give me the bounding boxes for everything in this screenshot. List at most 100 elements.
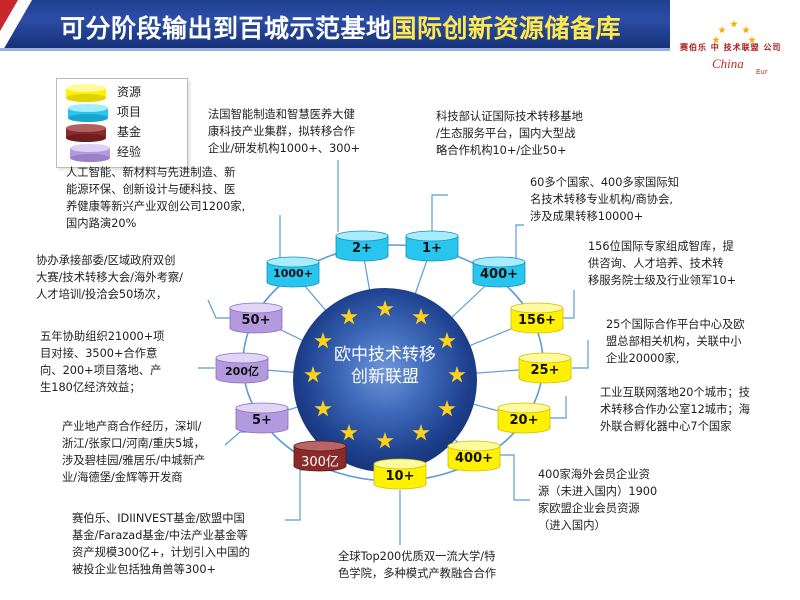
- text-line: 五年协助组织21000+项: [40, 330, 165, 343]
- text-line: 业/海德堡/金辉等开发商: [62, 471, 183, 484]
- text-block: 协办承接部委/区域政府双创大赛/技术转移大会/海外考察/人才培训/投洽会50场次…: [36, 252, 236, 303]
- text-line: 能源环保、创新设计与硬科技、医: [66, 183, 236, 196]
- text-block: 人工智能、新材料与先进制造、新能源环保、创新设计与硬科技、医养健康等新兴产业双创…: [66, 164, 276, 232]
- cylinder-icon: [335, 230, 389, 262]
- text-line: 被投企业包括独角兽等300+: [72, 563, 216, 576]
- cylinder-node: 20+: [497, 402, 551, 434]
- text-line: 家欧盟企业会员资源: [538, 502, 640, 515]
- cylinder-icon: [405, 230, 459, 262]
- cylinder-node: 10+: [373, 458, 427, 490]
- cylinder-label: 2+: [352, 241, 372, 256]
- text-block: 工业互联网落地20个城市；技术转移合作办公室12城市；海外联合孵化器中心7个国家: [600, 384, 798, 435]
- cylinder-icon: [229, 302, 283, 334]
- cylinder-node: 300亿: [293, 440, 347, 472]
- text-line: 国内路演20%: [66, 217, 137, 230]
- text-line: 术转移合作办公室12城市；海: [600, 403, 750, 416]
- text-block: 60多个国家、400多家国际知名技术转移专业机构/商协会, 涉及成果转移10000…: [530, 174, 730, 225]
- header-rule: [0, 48, 670, 51]
- cylinder-icon: [472, 256, 526, 288]
- text-line: 企业20000家,: [606, 352, 680, 365]
- logo-eur-text: Eur: [756, 68, 768, 76]
- text-line: 赛伯乐、IDIINVEST基金/欧盟中国: [72, 512, 245, 525]
- cylinder-node: 1+: [405, 230, 459, 262]
- cylinder-node: 400+: [447, 440, 501, 472]
- text-line: 涉及碧桂园/雅居乐/中城新产: [62, 454, 206, 467]
- text-line: 略合作机构10+/企业50+: [436, 144, 567, 157]
- cylinder-node: 25+: [518, 352, 572, 384]
- text-line: 盟总部相关机构，关联中小: [606, 335, 742, 348]
- text-line: （进入国内）: [538, 519, 606, 532]
- cylinder-label: 25+: [530, 363, 560, 378]
- text-line: 移服务院士级及行业领军10+: [588, 274, 737, 287]
- text-block: 五年协助组织21000+项目对接、3500+合作意向、200+项目落地、产生18…: [40, 328, 210, 396]
- cylinder-label: 200亿: [225, 365, 259, 378]
- cylinder-label: 400+: [479, 267, 519, 282]
- text-block: 产业地产商合作经历，深圳/浙江/张家口/河南/重庆5城，涉及碧桂园/雅居乐/中城…: [62, 418, 242, 486]
- title-part-1: 可分阶段输出到百城示范基地: [60, 14, 392, 43]
- cylinder-icon: [373, 458, 427, 490]
- cylinder-node: 2+: [335, 230, 389, 262]
- text-line: 人才培训/投洽会50场次，: [36, 288, 168, 301]
- text-line: 工业互联网落地20个城市；技: [600, 386, 750, 399]
- text-line: 向、200+项目落地、产: [40, 364, 162, 377]
- text-line: 大赛/技术转移大会/海外考察/: [36, 271, 183, 284]
- text-line: /生态服务平台，国内大型战: [436, 127, 576, 140]
- logo-star-icon: [742, 26, 750, 34]
- legend-label-resources: 资源: [117, 85, 142, 99]
- text-line: 法国智能制造和智慧医养大健: [208, 108, 355, 121]
- header-bar: 可分阶段输出到百城示范基地国际创新资源储备库: [0, 0, 670, 48]
- text-line: 外联合孵化器中心7个国家: [600, 420, 732, 433]
- title-part-2-highlight: 国际创新资源储备库: [391, 14, 622, 43]
- text-line: 名技术转移专业机构/商协会,: [530, 193, 673, 206]
- text-line: 156位国际专家组成智库，提: [588, 240, 734, 253]
- text-line: 全球Top200优质双一流大学/特: [338, 550, 496, 563]
- text-line: 色学院，多种模式产教融合合作: [338, 567, 497, 580]
- cylinder-node: 50+: [229, 302, 283, 334]
- text-block: 赛伯乐、IDIINVEST基金/欧盟中国基金/Farazad基金/中法产业基金等…: [72, 510, 292, 578]
- text-line: 目对接、3500+合作意: [40, 347, 158, 360]
- cylinder-label: 156+: [517, 313, 557, 328]
- text-line: 生180亿经济效益；: [40, 381, 141, 394]
- text-line: 源（未进入国内）1900: [538, 485, 658, 498]
- cylinder-label: 10+: [385, 469, 415, 484]
- text-line: 养健康等新兴产业双创公司1200家,: [66, 200, 246, 213]
- center-title-line-2: 创新联盟: [351, 367, 419, 387]
- legend-swatch-yellow: [66, 84, 106, 102]
- cylinder-label: 5+: [252, 413, 272, 428]
- cylinder-icon: [215, 352, 269, 384]
- text-line: 产业地产商合作经历，深圳/: [62, 420, 202, 433]
- cylinder-node: 1000+: [266, 256, 320, 288]
- logo-star-icon: [718, 26, 726, 34]
- cylinder-icon: [447, 440, 501, 472]
- cylinder-node: 5+: [235, 402, 289, 434]
- center-title: 欧中技术转移 创新联盟: [293, 344, 477, 388]
- text-line: 资产规模300亿+，计划引入中国的: [72, 546, 250, 559]
- cylinder-icon: [266, 256, 320, 288]
- logo-star-icon: [730, 20, 738, 28]
- text-block: 156位国际专家组成智库，提供咨询、人才培养、技术转移服务院士级及行业领军10+: [588, 238, 788, 289]
- cylinder-icon: [510, 302, 564, 334]
- text-line: 60多个国家、400多家国际知: [530, 176, 679, 189]
- text-block: 法国智能制造和智慧医养大健康科技产业集群，拟转移合作企业/研发机构1000+、3…: [208, 106, 408, 157]
- text-line: 科技部认证国际技术转移基地: [436, 110, 583, 123]
- cylinder-label: 400+: [454, 451, 494, 466]
- cylinder-icon: [293, 440, 347, 472]
- text-line: 企业/研发机构1000+、300+: [208, 142, 361, 155]
- cylinder-icon: [518, 352, 572, 384]
- cylinder-label: 20+: [509, 413, 539, 428]
- logo-company-name: 赛伯乐 中 技术联盟 公司: [680, 43, 782, 52]
- text-line: 康科技产业集群，拟转移合作: [208, 125, 355, 138]
- text-line: 人工智能、新材料与先进制造、新: [66, 166, 236, 179]
- cylinder-label: 300亿: [301, 455, 339, 470]
- cylinder-label: 1000+: [273, 267, 313, 280]
- text-block: 25个国际合作平台中心及欧盟总部相关机构，关联中小企业20000家,: [606, 316, 796, 367]
- cylinder-icon: [235, 402, 289, 434]
- slide-title: 可分阶段输出到百城示范基地国际创新资源储备库: [60, 9, 621, 45]
- center-title-line-1: 欧中技术转移: [334, 345, 436, 365]
- legend-swatch-maroon: [66, 124, 106, 142]
- legend-label-projects: 项目: [117, 105, 142, 119]
- text-block: 科技部认证国际技术转移基地/生态服务平台，国内大型战略合作机构10+/企业50+: [436, 108, 616, 159]
- text-line: 涉及成果转移10000+: [530, 210, 644, 223]
